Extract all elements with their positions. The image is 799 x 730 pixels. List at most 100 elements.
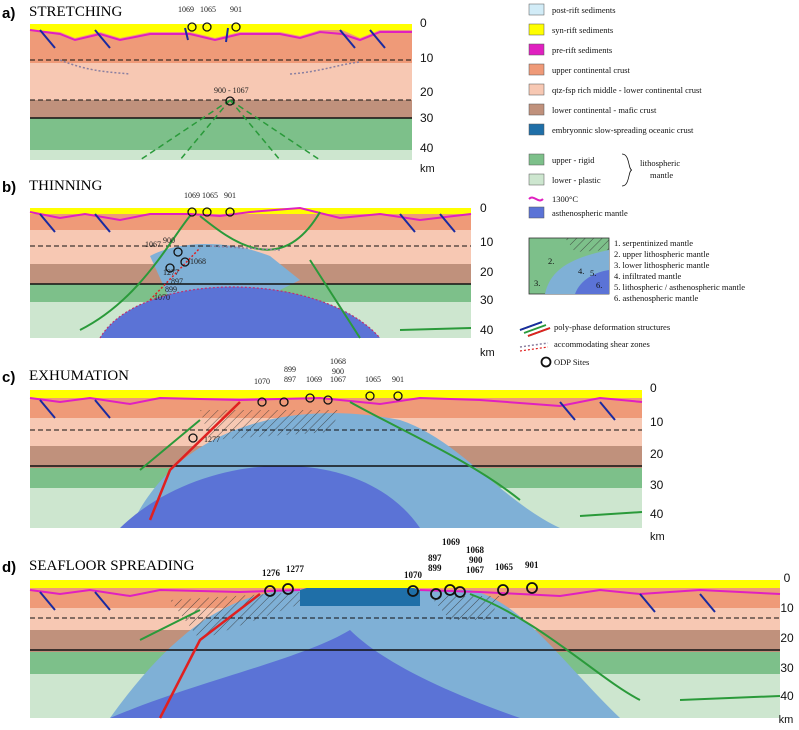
odp-site-marker	[323, 395, 333, 405]
panel-a-title: STRETCHING	[29, 4, 123, 20]
legend-label: asthenospheric mantle	[552, 208, 628, 218]
depth-unit: km	[420, 163, 435, 175]
odp-site-marker	[365, 391, 375, 401]
odp-site-marker	[279, 397, 289, 407]
depth-label: 10	[780, 601, 794, 615]
panel-d-letter: d)	[2, 559, 16, 576]
panel-c: c) EXHUMATION 899 897 1070 1069 1068 900…	[2, 357, 665, 543]
shear-zone-icon	[519, 342, 549, 348]
shear-zone	[289, 61, 361, 75]
legend-label: 4. infiltrated mantle	[614, 271, 681, 281]
legend-label: lower continental - mafic crust	[552, 105, 657, 115]
depth-label: 30	[780, 661, 794, 675]
odp-site-marker	[407, 585, 419, 597]
odp-site-marker	[454, 586, 466, 598]
site-label: 901	[224, 191, 236, 200]
site-label: 1065	[200, 5, 216, 14]
legend-swatch	[528, 83, 545, 96]
site-label: 1070	[254, 377, 270, 386]
site-label: 1067	[145, 240, 161, 249]
legend-swatch	[528, 206, 545, 219]
site-label: 1277	[286, 564, 305, 574]
deformation-icon	[527, 327, 551, 337]
panel-b-title: THINNING	[29, 178, 102, 194]
shear-zone	[59, 59, 131, 75]
deformation-structures	[139, 99, 321, 161]
depth-label: 10	[420, 51, 434, 65]
legend-swatch	[528, 43, 545, 56]
odp-site-marker	[180, 257, 190, 267]
depth-label: 20	[480, 265, 494, 279]
inset-number: 2.	[548, 256, 554, 266]
site-label: 901	[392, 375, 404, 384]
isotherm-1300	[99, 286, 381, 339]
faults	[39, 399, 616, 421]
depth-label: 0	[784, 571, 791, 585]
panel-c-letter: c)	[2, 369, 15, 386]
site-label: 900	[163, 236, 175, 245]
depth-label: 30	[650, 478, 664, 492]
depth-label: 40	[780, 689, 794, 703]
site-label: 1065	[202, 191, 218, 200]
legend-label: syn-rift sediments	[552, 25, 613, 35]
depth-label: 10	[480, 235, 494, 249]
legend-swatch	[528, 123, 545, 136]
depth-unit: km	[480, 347, 495, 359]
legend-label: 5. lithospheric / asthenospheric mantle	[614, 282, 745, 292]
site-label: 1067	[330, 375, 346, 384]
deformation-structures	[139, 593, 781, 701]
depth-label: 20	[420, 85, 434, 99]
odp-site-marker	[202, 207, 212, 217]
legend-label: lower - plastic	[552, 175, 601, 185]
legend-label: accommodating shear zones	[554, 339, 650, 349]
pre-rift-sediments	[29, 206, 472, 222]
odp-site-marker	[188, 433, 198, 443]
asthenospheric-mantle	[110, 630, 520, 718]
upper-rigid-mantle	[30, 118, 412, 150]
legend-label: mantle	[650, 170, 673, 180]
odp-site-marker	[225, 96, 235, 106]
panel-c-title: EXHUMATION	[29, 368, 129, 384]
legend-label: post-rift sediments	[552, 5, 616, 15]
site-label: 1277	[204, 435, 220, 444]
inset-asthenosphere	[575, 270, 609, 294]
odp-site-marker	[225, 207, 235, 217]
lower-crust-layer	[30, 100, 412, 118]
legend-swatch	[528, 63, 545, 76]
site-label: 1067	[466, 565, 485, 575]
depth-label: 20	[780, 631, 794, 645]
depth-label: 0	[420, 16, 427, 30]
legend-label: 1300°C	[552, 194, 578, 204]
odp-site-marker	[526, 582, 538, 594]
syn-rift-sediments	[30, 390, 642, 398]
legend-label: 3. lower lithospheric mantle	[614, 260, 710, 270]
legend-brace	[621, 153, 633, 187]
site-label: 901	[230, 5, 242, 14]
site-label: 900 - 1067	[214, 86, 249, 95]
site-label: 1276	[262, 568, 281, 578]
detachment-fault	[158, 593, 261, 719]
deformation-structures	[79, 211, 472, 339]
site-label: 901	[525, 560, 539, 570]
legend-label: qtz-fsp rich middle - lower continental …	[552, 85, 702, 95]
odp-site-marker	[187, 207, 197, 217]
pre-rift-sediments	[29, 396, 643, 408]
shear-zone-icon	[519, 346, 549, 352]
site-label: 1277	[163, 268, 179, 277]
site-label: 1069	[184, 191, 200, 200]
depth-unit: km	[650, 531, 665, 543]
detachment-fault	[148, 401, 241, 521]
legend-label: poly-phase deformation structures	[554, 322, 670, 332]
legend-swatch	[528, 153, 545, 166]
odp-site-marker	[187, 22, 197, 32]
isotherm-icon	[528, 196, 544, 202]
site-label: 1069	[178, 5, 194, 14]
site-label: 897	[171, 277, 183, 286]
odp-site-marker	[497, 584, 509, 596]
site-label: 900	[332, 367, 344, 376]
inset-number: 4.	[578, 266, 584, 276]
panel-d: d) SEAFLOOR SPREADING 1276 1277 1070 897…	[2, 537, 794, 726]
odp-site-marker	[173, 247, 183, 257]
legend-swatch	[528, 23, 545, 36]
legend-label: ODP Sites	[554, 357, 589, 367]
